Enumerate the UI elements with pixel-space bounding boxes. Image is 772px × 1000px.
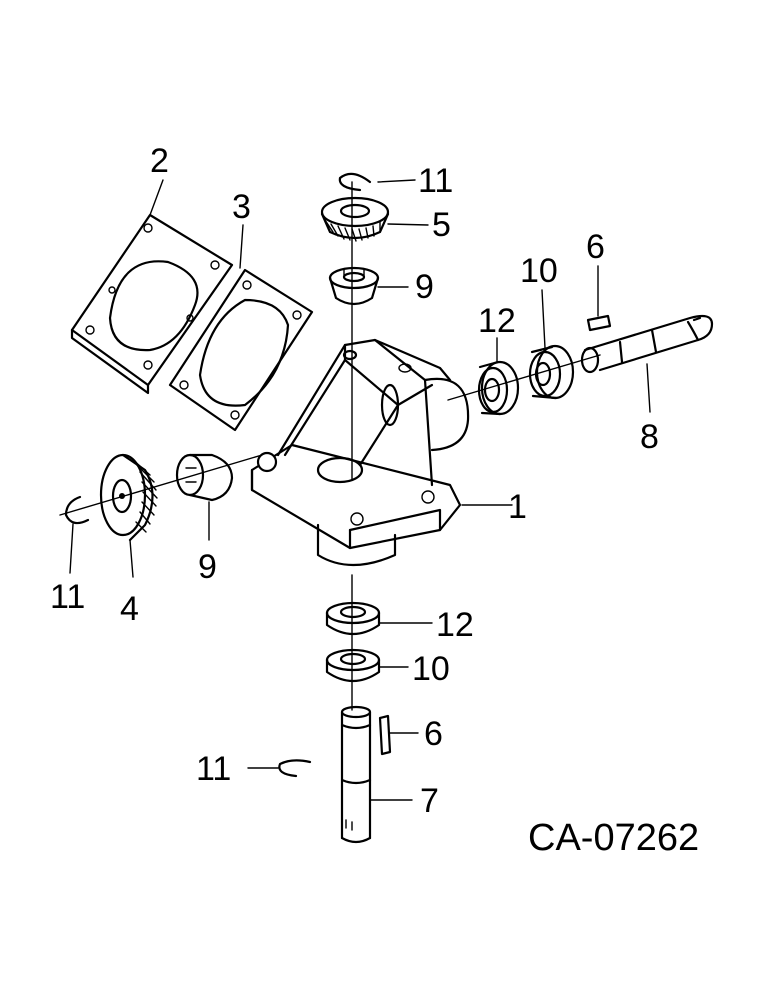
callout-12-right: 12 — [478, 302, 516, 340]
bearing-bottom-lower-part-10 — [325, 648, 381, 683]
callout-7: 7 — [420, 782, 439, 820]
leader-lines — [69, 179, 651, 801]
bevel-gear-side-part-4 — [99, 453, 158, 542]
spacer-top-part-9 — [328, 266, 380, 306]
callout-1: 1 — [508, 488, 527, 526]
snap-ring-top-part-11 — [338, 172, 372, 192]
bearing-bottom-upper-part-12 — [325, 601, 381, 636]
key-top-part-6 — [586, 314, 612, 332]
callout-labels: 1 2 3 4 5 6 6 7 8 9 9 10 10 11 11 11 12 … — [50, 142, 659, 820]
cover-plate-part-2 — [70, 213, 234, 395]
callout-12-bottom: 12 — [436, 606, 474, 644]
callout-11-side: 11 — [50, 578, 85, 616]
spacer-side-part-9 — [175, 453, 234, 502]
gearbox-housing-part-1 — [250, 338, 470, 567]
callout-9-top: 9 — [415, 268, 434, 306]
diagram-code: CA-07262 — [528, 817, 699, 859]
callout-8: 8 — [640, 418, 659, 456]
callout-5: 5 — [432, 206, 451, 244]
bevel-gear-top-part-5 — [320, 196, 390, 242]
callout-10-bottom: 10 — [412, 650, 450, 688]
bearing-right-outer-part-10 — [528, 344, 575, 400]
bearing-right-inner-part-12 — [477, 360, 520, 416]
snap-ring-side-part-11 — [64, 495, 90, 525]
gasket-part-3 — [168, 268, 314, 432]
callout-3: 3 — [232, 188, 251, 226]
callout-10-right: 10 — [520, 252, 558, 290]
callout-11-top: 11 — [418, 162, 453, 200]
vertical-shaft-part-7 — [340, 705, 372, 844]
callout-6-top: 6 — [586, 228, 605, 266]
horizontal-shaft-part-8 — [580, 314, 714, 374]
assembly-axes — [59, 181, 601, 711]
callout-2: 2 — [150, 142, 169, 180]
callout-9-side: 9 — [198, 548, 217, 586]
callout-11-bottom: 11 — [196, 750, 231, 788]
snap-ring-bottom-part-11 — [278, 759, 312, 778]
callout-4: 4 — [120, 590, 139, 628]
callout-6-bottom: 6 — [424, 715, 443, 753]
key-bottom-part-6 — [378, 714, 392, 756]
